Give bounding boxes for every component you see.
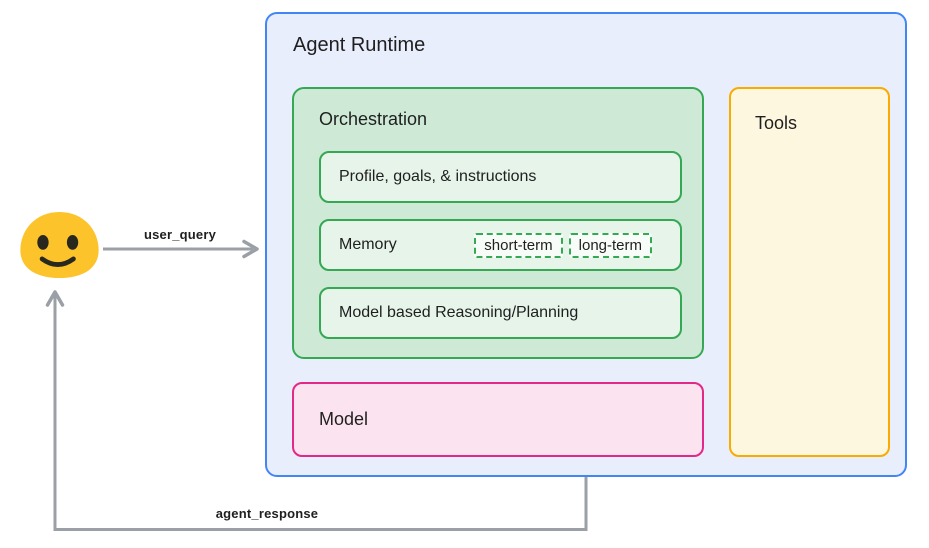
user-smiley-emoji <box>16 211 103 279</box>
user-query-arrow <box>103 239 259 259</box>
tools-label: Tools <box>755 113 798 133</box>
memory-label: Memory <box>339 236 397 253</box>
reasoning-planning-label: Model based Reasoning/Planning <box>339 304 579 321</box>
memory-tags: short-term long-term <box>474 232 652 258</box>
agent-response-arrow <box>45 290 588 531</box>
user-query-label: user_query <box>143 227 217 242</box>
agent-runtime-box: Agent Runtime Orchestration Profile, goa… <box>265 12 907 477</box>
model-label: Model <box>319 409 369 429</box>
orchestration-title: Orchestration <box>319 109 428 129</box>
reasoning-planning-box: Model based Reasoning/Planning <box>319 287 682 339</box>
short-term-tag: short-term <box>474 232 563 258</box>
profile-goals-instructions-label: Profile, goals, & instructions <box>339 168 537 185</box>
memory-box: Memory short-term long-term <box>319 219 682 271</box>
long-term-tag: long-term <box>568 232 652 258</box>
agent-response-label: agent_response <box>215 506 319 521</box>
orchestration-box: Orchestration Profile, goals, & instruct… <box>292 87 704 359</box>
profile-goals-instructions-box: Profile, goals, & instructions <box>319 151 682 203</box>
smiley-blob-icon <box>20 211 99 279</box>
agent-runtime-title: Agent Runtime <box>293 34 426 56</box>
model-box: Model <box>292 382 704 457</box>
tools-box: Tools <box>729 87 890 457</box>
